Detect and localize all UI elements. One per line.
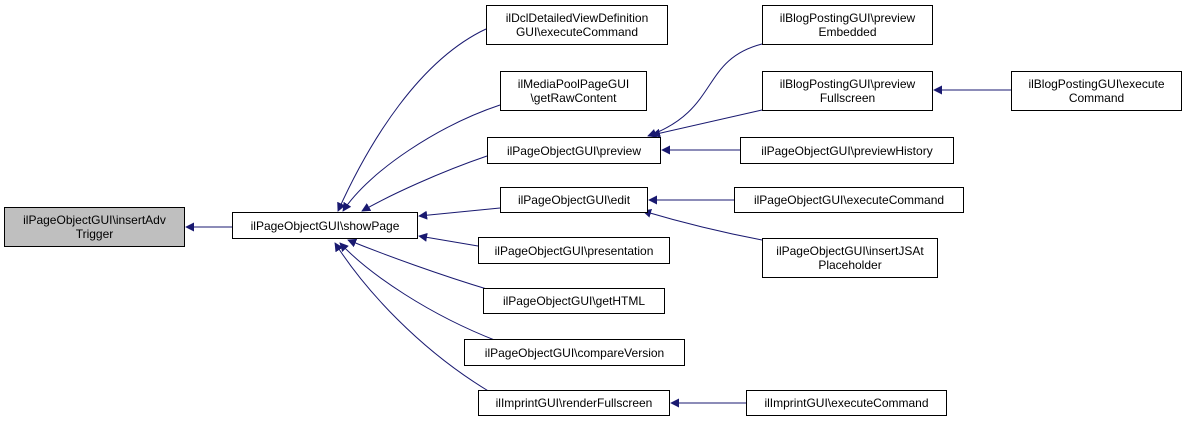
node-label-line: Fullscreen (819, 91, 876, 105)
node-dcl-execute-command[interactable]: ilDclDetailedViewDefinition GUI\executeC… (486, 5, 668, 45)
node-media-pool-get-raw-content[interactable]: ilMediaPoolPageGUI \getRawContent (500, 71, 647, 111)
edge-insertjsat-to-edit (642, 208, 763, 241)
node-compare-version[interactable]: ilPageObjectGUI\compareVersion (464, 339, 685, 366)
node-blog-execute-command[interactable]: ilBlogPostingGUI\execute Command (1011, 71, 1182, 111)
edge-compareversion-to-showpage (339, 242, 498, 342)
node-label-line: ilPageObjectGUI\insertAdv (23, 213, 166, 227)
node-label-line: ilDclDetailedViewDefinition (505, 11, 649, 25)
node-edit-execute-command[interactable]: ilPageObjectGUI\executeCommand (734, 187, 964, 213)
edge-edit-to-showpage (418, 207, 501, 220)
node-preview-history[interactable]: ilPageObjectGUI\previewHistory (740, 137, 954, 164)
node-label-line: Placeholder (818, 258, 882, 272)
node-label-line: Command (1068, 91, 1125, 105)
node-label-line: GUI\executeCommand (515, 25, 639, 39)
node-label-line: ilBlogPostingGUI\preview (779, 11, 916, 25)
node-label-line: ilPageObjectGUI\insertJSAt (776, 244, 924, 258)
node-label-line: ilPageObjectGUI\presentation (494, 243, 654, 258)
node-presentation[interactable]: ilPageObjectGUI\presentation (478, 237, 670, 264)
node-label-line: Embedded (818, 25, 877, 39)
node-imprint-execute-command[interactable]: ilImprintGUI\executeCommand (746, 390, 947, 416)
node-label-line: \getRawContent (530, 91, 617, 105)
node-label-line: ilPageObjectGUI\previewHistory (761, 143, 933, 158)
edge-gethtml-to-showpage (347, 238, 491, 291)
node-label-line: ilPageObjectGUI\executeCommand (753, 193, 945, 207)
node-label-line: ilPageObjectGUI\showPage (250, 218, 400, 233)
edge-dcl-to-showpage (337, 28, 487, 212)
edge-blogfullscreen-to-preview (651, 109, 763, 138)
node-label-line: ilBlogPostingGUI\execute (1028, 77, 1165, 91)
node-label-line: ilImprintGUI\executeCommand (764, 396, 929, 410)
node-preview[interactable]: ilPageObjectGUI\preview (487, 137, 661, 164)
edge-preview-to-showpage (361, 155, 488, 212)
node-blog-preview-fullscreen[interactable]: ilBlogPostingGUI\preview Fullscreen (762, 71, 933, 111)
node-label-line: ilPageObjectGUI\preview (506, 143, 642, 158)
edge-mediapool-to-showpage (342, 104, 501, 212)
edge-renderfullscreen-to-showpage (334, 242, 491, 393)
node-blog-preview-embedded[interactable]: ilBlogPostingGUI\preview Embedded (762, 5, 933, 45)
node-label-line: ilPageObjectGUI\getHTML (502, 294, 646, 308)
node-label-line: ilBlogPostingGUI\preview (779, 77, 916, 91)
node-get-html[interactable]: ilPageObjectGUI\getHTML (483, 288, 665, 314)
node-show-page[interactable]: ilPageObjectGUI\showPage (232, 212, 418, 239)
node-label-line: ilPageObjectGUI\edit (517, 193, 631, 207)
node-render-fullscreen[interactable]: ilImprintGUI\renderFullscreen (478, 390, 670, 416)
node-label-line: ilImprintGUI\renderFullscreen (495, 396, 653, 410)
node-label-line: ilPageObjectGUI\compareVersion (484, 345, 665, 360)
node-label-line: Trigger (75, 227, 114, 241)
node-insert-adv-trigger[interactable]: ilPageObjectGUI\insertAdv Trigger (4, 207, 185, 247)
node-edit[interactable]: ilPageObjectGUI\edit (500, 187, 648, 213)
edge-blogembedded-to-preview (647, 43, 763, 138)
node-insert-js-at-placeholder[interactable]: ilPageObjectGUI\insertJSAt Placeholder (762, 238, 938, 278)
edge-presentation-to-showpage (418, 232, 479, 247)
node-label-line: ilMediaPoolPageGUI (517, 77, 630, 91)
